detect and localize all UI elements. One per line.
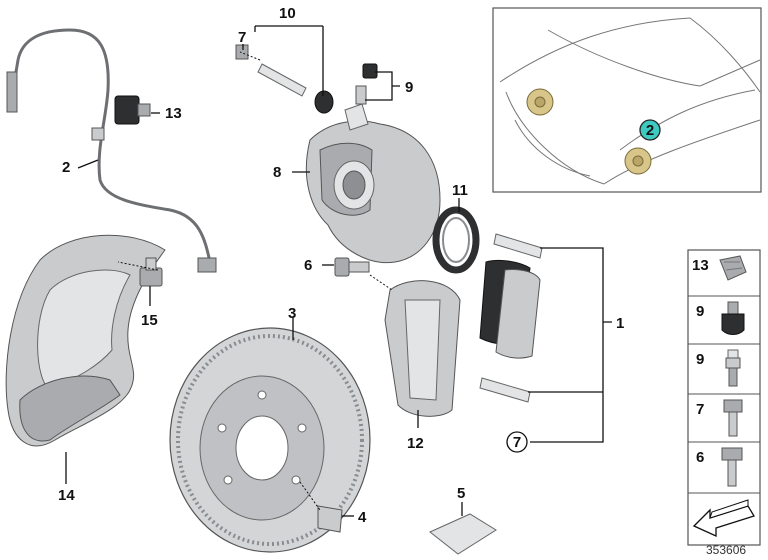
vehicle-location-inset: 2 [492,7,762,193]
callout-3: 3 [288,305,296,322]
brake-dust-shield [5,234,166,447]
callout-9: 9 [405,79,413,96]
sensor-plug [197,257,217,273]
callout-10: 10 [279,5,296,22]
inset-part-badge [639,119,661,141]
caliper-carrier [384,280,461,417]
sidebar-item-number: 13 [692,257,709,274]
sidebar-item-number: 7 [696,401,704,418]
callout-6: 6 [304,257,312,274]
cable-clip-icon [719,255,747,281]
disc-screw [317,505,343,533]
shield-bolt [139,257,163,287]
arrow-left-icon[interactable] [692,499,755,538]
callout-1: 1 [616,315,624,332]
callout-7-circle-text: 7 [513,434,521,451]
callout-7-top: 7 [238,29,246,46]
cable-clip [114,95,151,125]
parts-sidebar: 13 9 9 7 [687,249,761,546]
brake-disc [169,327,371,553]
inset-badge-text: 2 [646,122,654,139]
callout-15: 15 [141,312,158,329]
bleeder-cap-icon [721,301,745,335]
callout-4: 4 [358,509,367,526]
sidebar-item-number: 6 [696,449,704,466]
brake-caliper-housing [305,103,441,264]
callout-5: 5 [457,485,465,502]
hex-bolt-icon [721,447,743,487]
piston-seal [432,206,480,274]
front-brake-right-icon [624,147,652,175]
brake-pad-set [479,233,543,403]
diagram-reference-number: 353606 [706,543,746,557]
guide-bolt-icon [723,399,743,437]
guide-pin-set [235,44,334,114]
callout-7-circled: 7 [506,431,528,453]
sidebar-item-guide-bolt: 7 [696,399,743,437]
front-brake-left-icon [526,88,554,116]
sidebar-item-bleeder-cap: 9 [696,301,745,335]
callout-13: 13 [165,105,182,122]
bleeder-valve-icon [725,349,741,387]
sensor-probe [6,71,18,113]
sidebar-item-number: 9 [696,351,704,368]
callout-14: 14 [58,487,75,504]
callout-11: 11 [452,182,468,199]
grease-packet [429,513,497,555]
leader-lines [65,25,612,517]
sidebar-item-number: 9 [696,303,704,320]
sidebar-item-bleeder-valve: 9 [696,349,741,387]
callout-8: 8 [273,164,281,181]
sidebar-item-cable-clip: 13 [692,255,747,281]
brake-wear-sensor [6,28,217,273]
carrier-bolt [334,257,370,277]
bleeder-parts [355,63,378,105]
callout-12: 12 [407,435,424,452]
sidebar-item-hex-bolt: 6 [696,447,743,487]
callout-2: 2 [62,159,70,176]
